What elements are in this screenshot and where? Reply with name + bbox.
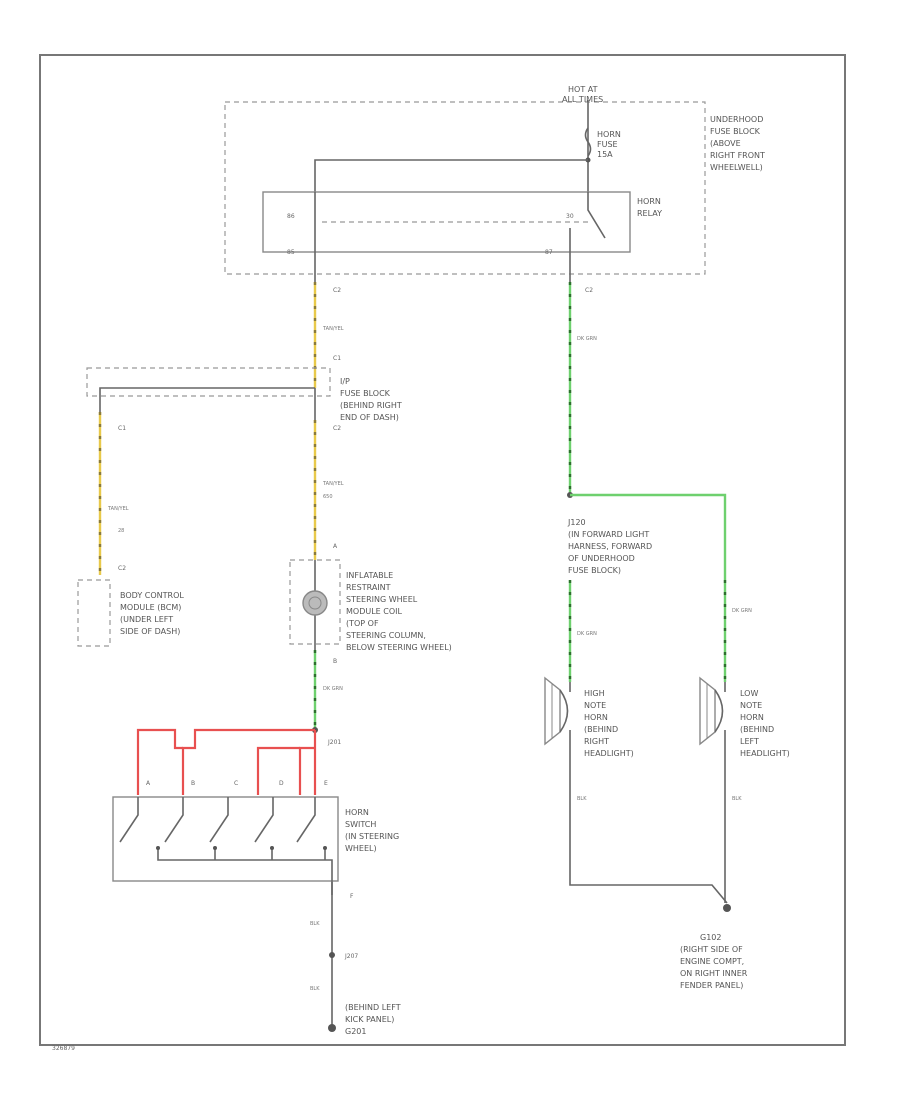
switch-common-bus [157,848,333,895]
low-note-horn-label: LOW NOTE HORN (BEHIND LEFT HEADLIGHT) [740,689,790,758]
coil-pin-bottom: B [333,658,337,665]
bcm-outline [77,579,111,647]
relay-pin-86: 86 [287,213,295,220]
figure-id: 326879 [52,1045,75,1052]
coil-wire-label: DK GRN [323,686,343,692]
tan-yel-upper-label: TAN/YEL [322,326,344,332]
ground-g102-symbol [723,904,731,912]
relay-pin-30: 30 [566,213,574,220]
relay-coil-feed-wire [314,159,588,192]
diagram-border [39,54,846,1046]
ip-pin-top: C1 [333,355,341,362]
switch-pin-d: D [279,780,284,787]
underhood-fuse-block-label: UNDERHOOD FUSE BLOCK (ABOVE RIGHT FRONT … [710,115,767,172]
bcm-pin-a: C1 [118,425,126,432]
horn-relay-label: HORN RELAY [637,197,663,218]
dk-grn-right-label: DK GRN [732,608,752,614]
switch-node-1 [156,846,160,850]
steering-coil-inner [308,596,322,610]
horn-switch-label: HORN SWITCH (IN STEERING WHEEL) [345,808,402,853]
high-horn-ground-wire [569,745,728,904]
blk-left-label: BLK [732,796,742,802]
bcm-circuit-label: 28 [118,528,124,534]
high-note-horn-symbol [544,676,571,746]
splice-j207-dot [329,952,335,958]
right-c2-pin: C2 [585,287,593,294]
ip-internal-bus [99,387,315,412]
blk-right-label: BLK [577,796,587,802]
switch-node-4 [323,846,327,850]
switch-contact-2 [164,797,184,843]
splice-j201-label: J201 [327,739,341,746]
switch-contact-5 [296,797,316,843]
dk-grn-wire-bridge [570,493,727,682]
switch-ground-wire-label-2: BLK [310,986,320,992]
body-control-module-label: BODY CONTROL MODULE (BCM) (UNDER LEFT SI… [120,591,186,636]
horn-fuse-symbol [584,127,592,157]
switch-jumper-inner [256,746,300,795]
relay-pin-87: 87 [545,249,553,256]
steering-wheel-coil-label: INFLATABLE RESTRAINT STEERING WHEEL MODU… [346,571,452,652]
switch-contact-1 [119,797,139,843]
switch-pin-c: C [234,780,238,787]
switch-node-2 [213,846,217,850]
ip-fuse-block-outline [86,367,331,397]
switch-pin-e: E [324,780,328,787]
ip-fuse-block-label: I/P FUSE BLOCK (BEHIND RIGHT END OF DASH… [340,377,404,422]
dk-grn-left-label: DK GRN [577,631,597,637]
horn-relay-box [262,191,631,253]
switch-ground-wire-label-1: BLK [310,921,320,927]
switch-node-3 [270,846,274,850]
horn-switch-box [112,796,339,882]
horn-switch-contacts [119,797,333,895]
horn-fuse-label: HORN FUSE 15A [597,130,623,159]
switch-jumper-right [298,746,315,795]
ip-pin-bottom: C2 [333,425,341,432]
switch-ground-pin: F [350,893,354,900]
relay-pin-85: 85 [287,249,295,256]
tan-yel-lower-label: TAN/YEL [322,481,344,487]
relay-contact-upper [587,192,606,239]
bcm-pin-b: C2 [118,565,126,572]
right-ground-label: G102 (RIGHT SIDE OF ENGINE COMPT, ON RIG… [680,933,750,990]
switch-contact-4 [254,797,274,843]
switch-pin-b: B [191,780,195,787]
underhood-fuse-block-outline [224,101,706,275]
bcm-wire-label: TAN/YEL [107,506,129,512]
high-note-horn-label: HIGH NOTE HORN (BEHIND RIGHT HEADLIGHT) [584,689,634,758]
steering-coil-outline [289,559,341,645]
forward-light-splice-label: J120 (IN FORWARD LIGHT HARNESS, FORWARD … [567,518,655,575]
left-c2-pin: C2 [333,287,341,294]
steering-coil-symbol [302,590,328,616]
splice-j207-label: J207 [344,953,358,960]
switch-jumper-left [136,728,183,795]
low-note-horn-symbol [699,676,726,746]
hot-at-all-times-label: HOT AT ALL TIMES [562,85,603,104]
ground-g201-symbol [328,1024,336,1032]
coil-pin-top: A [333,543,338,550]
switch-contact-3 [209,797,229,843]
switch-pin-a: A [146,780,151,787]
switch-jumper-outer [181,728,315,795]
left-ground-label: (BEHIND LEFT KICK PANEL) G201 [345,1003,403,1036]
dk-grn-upper-label: DK GRN [577,336,597,342]
circuit-650-label: 650 [323,494,333,500]
